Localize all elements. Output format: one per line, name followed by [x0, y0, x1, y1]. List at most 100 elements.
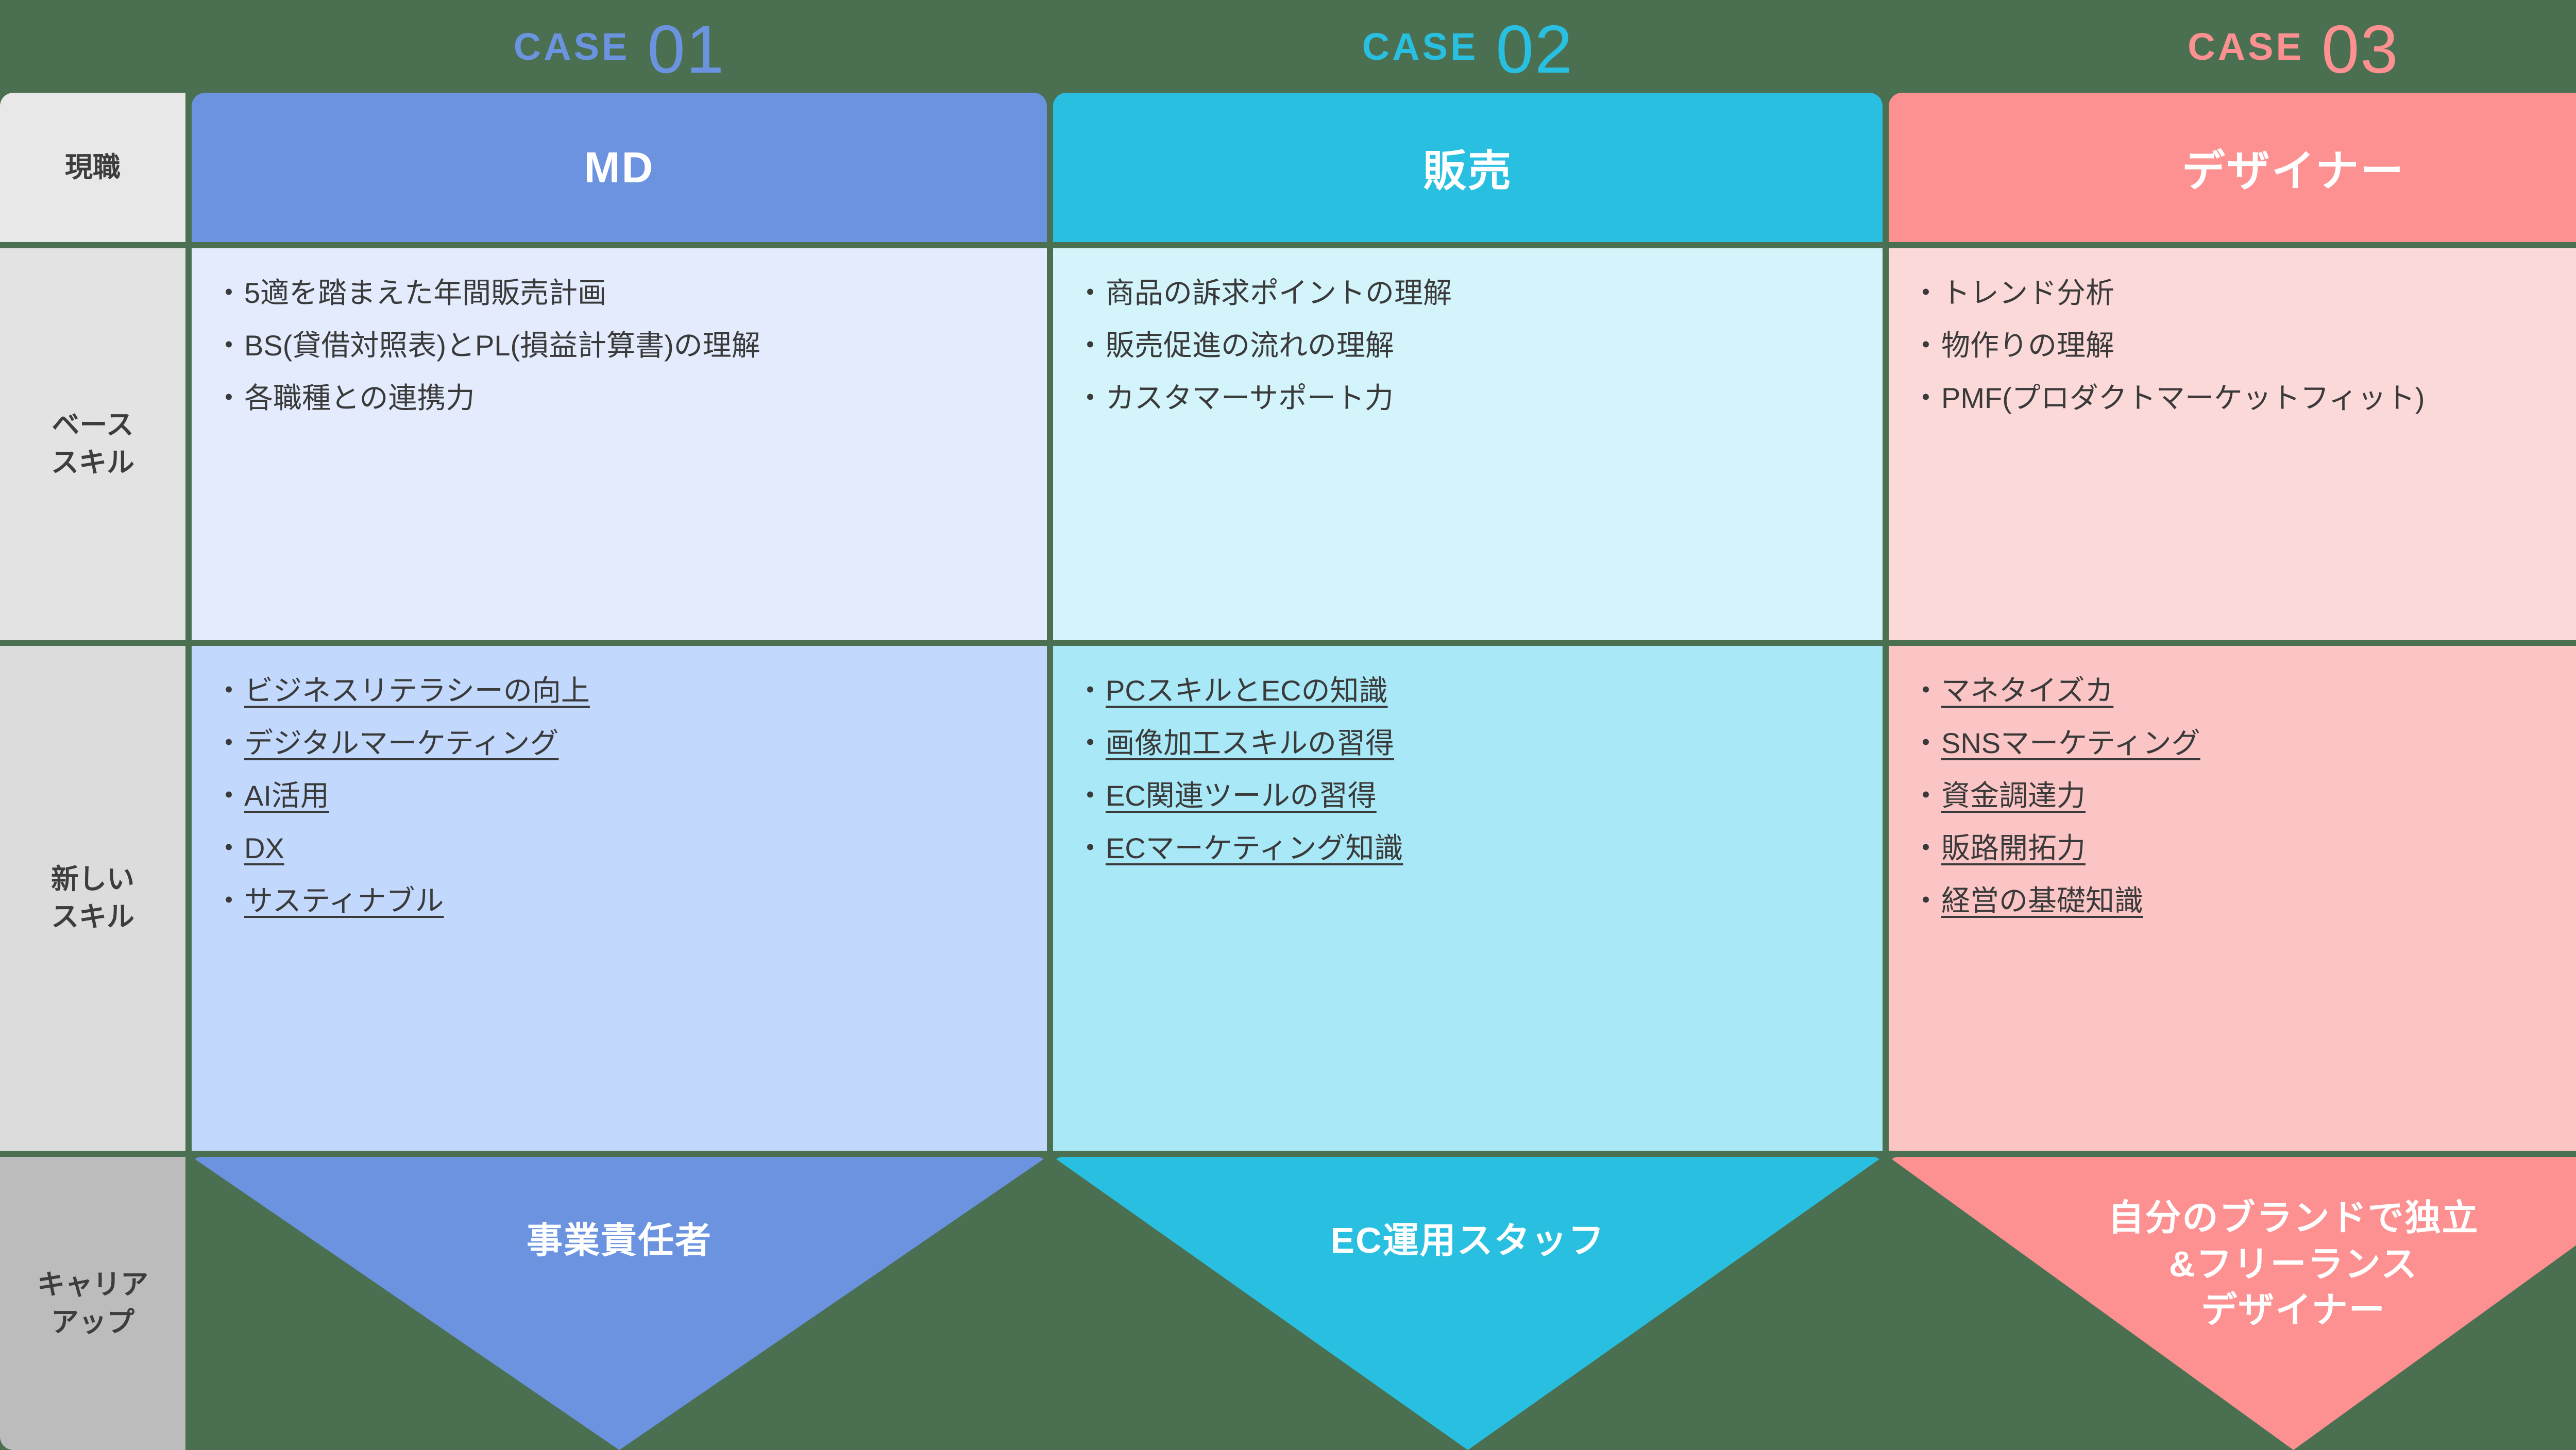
gap	[1047, 248, 1053, 640]
list-item: ・トレンド分析	[1911, 276, 2576, 310]
row-label-base-skill-text: ベーススキル	[51, 410, 134, 478]
row-gap	[0, 242, 2576, 248]
top-left-spacer	[0, 0, 185, 93]
base-skills-designer: ・トレンド分析 ・物作りの理解 ・PMF(プロダクトマーケットフィット)	[1889, 248, 2576, 640]
list-item: ・デジタルマーケティング	[214, 726, 1029, 760]
list-item: ・SNSマーケティング	[1911, 726, 2576, 760]
bullet-icon: ・	[1076, 727, 1105, 760]
new-skills-designer: ・マネタイズカ ・SNSマーケティング ・資金調達力 ・販路開拓力 ・経営の基礎…	[1889, 646, 2576, 1151]
bullet-icon: ・	[214, 832, 243, 865]
row-label-base-skill: ベーススキル	[0, 248, 185, 640]
row-label-new-skill: 新しいスキル	[0, 646, 185, 1151]
gap	[185, 248, 192, 640]
new-skills-md: ・ビジネスリテラシーの向上 ・デジタルマーケティング ・AI活用 ・DX ・サス…	[192, 646, 1047, 1151]
bullet-icon: ・	[1911, 277, 1940, 309]
gap	[185, 0, 192, 93]
list-item: ・各職種との連携力	[214, 381, 1029, 415]
bullet-icon: ・	[1076, 674, 1105, 707]
bullet-icon: ・	[1076, 277, 1105, 309]
bullet-icon: ・	[1076, 382, 1105, 415]
case-number-02: 02	[1496, 11, 1574, 87]
list-item: ・ECマーケティング知識	[1076, 831, 1865, 865]
list-item: ・資金調達力	[1911, 779, 2576, 813]
career-arrow-md: 事業責任者	[192, 1157, 1047, 1450]
gap	[1047, 93, 1053, 242]
list-item: ・カスタマーサポート力	[1076, 381, 1865, 415]
bullet-icon: ・	[1911, 382, 1940, 415]
case-word-03: CASE	[2188, 25, 2304, 68]
new-skills-designer-list: ・マネタイズカ ・SNSマーケティング ・資金調達力 ・販路開拓力 ・経営の基礎…	[1911, 674, 2576, 918]
case-label-03: CASE 03	[1889, 0, 2576, 93]
list-item: ・5適を踏まえた年間販売計画	[214, 276, 1029, 310]
gap	[1047, 646, 1053, 1151]
job-header-sales-text: 販売	[1422, 146, 1513, 195]
case-label-02: CASE 02	[1053, 0, 1883, 93]
gap	[1883, 646, 1889, 1151]
gap	[185, 1157, 192, 1450]
bullet-icon: ・	[214, 727, 243, 760]
list-item: ・販売促進の流れの理解	[1076, 329, 1865, 363]
case-label-01: CASE 01	[192, 0, 1047, 93]
base-skills-sales: ・商品の訴求ポイントの理解 ・販売促進の流れの理解 ・カスタマーサポート力	[1053, 248, 1883, 640]
case-number-01: 01	[647, 11, 725, 87]
career-arrow-designer: 自分のブランドで独立 &フリーランス デザイナー	[1889, 1157, 2576, 1450]
career-arrow-sales-text: EC運用スタッフ	[1330, 1220, 1605, 1260]
list-item: ・AI活用	[214, 779, 1029, 813]
bullet-icon: ・	[1911, 329, 1940, 362]
list-item: ・販路開拓力	[1911, 831, 2576, 865]
row-label-new-skill-text: 新しいスキル	[51, 864, 134, 932]
row-label-career-up-text: キャリアアップ	[37, 1269, 148, 1338]
list-item: ・PCスキルとECの知識	[1076, 674, 1865, 708]
base-skills-sales-list: ・商品の訴求ポイントの理解 ・販売促進の流れの理解 ・カスタマーサポート力	[1076, 276, 1865, 415]
list-item: ・EC関連ツールの習得	[1076, 779, 1865, 813]
case-number-03: 03	[2321, 11, 2399, 87]
row-label-current-job: 現職	[0, 93, 185, 242]
gap	[1047, 0, 1053, 93]
list-item: ・ビジネスリテラシーの向上	[214, 674, 1029, 708]
career-arrow-designer-text: 自分のブランドで独立 &フリーランス デザイナー	[2108, 1198, 2479, 1330]
career-arrow-sales: EC運用スタッフ	[1053, 1157, 1883, 1450]
list-item: ・画像加工スキルの習得	[1076, 726, 1865, 760]
job-header-sales: 販売	[1053, 93, 1883, 242]
bullet-icon: ・	[214, 884, 243, 917]
list-item: ・物作りの理解	[1911, 329, 2576, 363]
base-skills-md: ・5適を踏まえた年間販売計画 ・BS(貸借対照表)とPL(損益計算書)の理解 ・…	[192, 248, 1047, 640]
row-label-career-up: キャリアアップ	[0, 1157, 185, 1450]
row-label-current-job-text: 現職	[65, 151, 121, 183]
base-skills-md-list: ・5適を踏まえた年間販売計画 ・BS(貸借対照表)とPL(損益計算書)の理解 ・…	[214, 276, 1029, 415]
case-word-01: CASE	[513, 25, 630, 68]
case-word-02: CASE	[1362, 25, 1479, 68]
new-skills-sales: ・PCスキルとECの知識 ・画像加工スキルの習得 ・EC関連ツールの習得 ・EC…	[1053, 646, 1883, 1151]
career-arrow-designer-cell: 自分のブランドで独立 &フリーランス デザイナー	[1889, 1157, 2576, 1450]
bullet-icon: ・	[214, 779, 243, 812]
new-skills-sales-list: ・PCスキルとECの知識 ・画像加工スキルの習得 ・EC関連ツールの習得 ・EC…	[1076, 674, 1865, 865]
row-gap	[0, 640, 2576, 646]
bullet-icon: ・	[214, 382, 243, 415]
job-header-md: MD	[192, 93, 1047, 242]
bullet-icon: ・	[1076, 779, 1105, 812]
gap	[185, 93, 192, 242]
career-arrow-md-cell: 事業責任者	[192, 1157, 1047, 1450]
career-arrow-md-text: 事業責任者	[527, 1220, 712, 1260]
list-item: ・経営の基礎知識	[1911, 884, 2576, 918]
list-item: ・DX	[214, 831, 1029, 865]
list-item: ・商品の訴求ポイントの理解	[1076, 276, 1865, 310]
gap	[185, 646, 192, 1151]
gap	[1883, 1157, 1889, 1450]
bullet-icon: ・	[1076, 329, 1105, 362]
gap	[1883, 0, 1889, 93]
career-arrow-sales-cell: EC運用スタッフ	[1053, 1157, 1883, 1450]
gap	[1883, 248, 1889, 640]
bullet-icon: ・	[1911, 674, 1940, 707]
bullet-icon: ・	[1911, 727, 1940, 760]
bullet-icon: ・	[214, 329, 243, 362]
gap	[1883, 93, 1889, 242]
gap	[1047, 1157, 1053, 1450]
list-item: ・マネタイズカ	[1911, 674, 2576, 708]
bullet-icon: ・	[1911, 779, 1940, 812]
list-item: ・BS(貸借対照表)とPL(損益計算書)の理解	[214, 329, 1029, 363]
bullet-icon: ・	[1911, 832, 1940, 865]
list-item: ・サスティナブル	[214, 884, 1029, 918]
bullet-icon: ・	[1911, 884, 1940, 917]
